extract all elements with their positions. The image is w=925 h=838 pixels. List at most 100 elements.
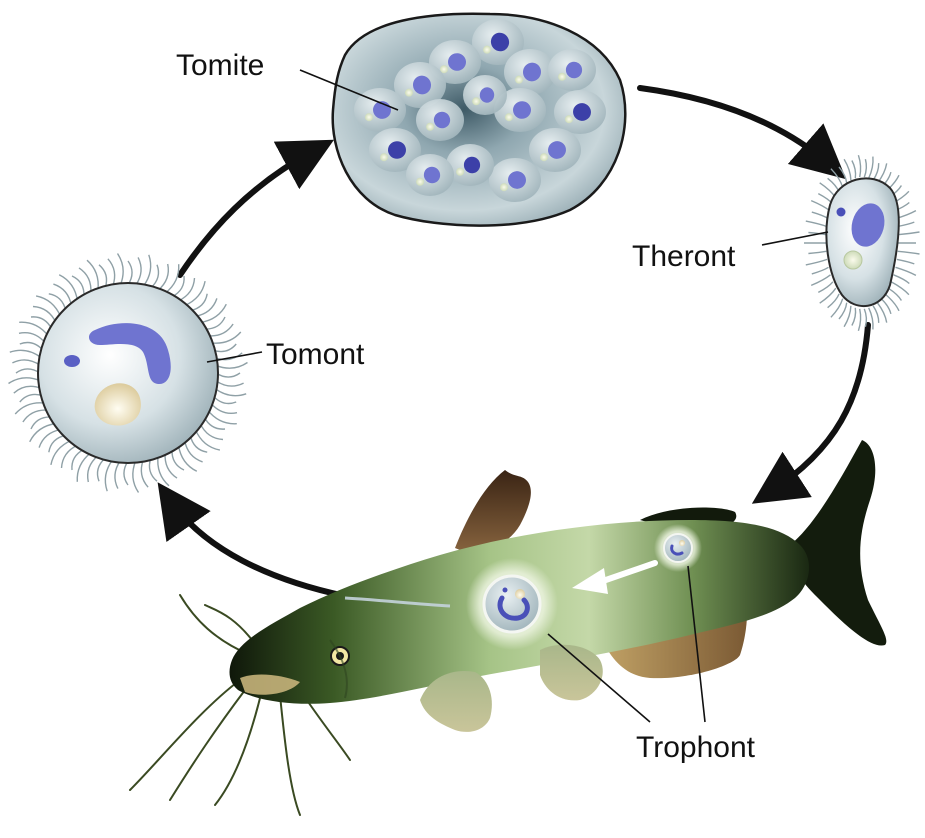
cilium: [898, 232, 920, 235]
cilium: [115, 461, 120, 489]
cilium: [852, 161, 856, 179]
cilium: [869, 157, 873, 179]
cilium: [812, 212, 829, 219]
cilium: [12, 360, 40, 365]
tomite-vacuole: [456, 168, 464, 176]
cilium: [873, 306, 879, 323]
cilium: [97, 458, 105, 481]
cilium: [79, 268, 91, 293]
cilium: [158, 456, 169, 486]
cilium: [864, 309, 866, 327]
tomite-vacuole: [405, 89, 413, 97]
cilium: [864, 159, 866, 177]
cilium: [806, 221, 827, 227]
cilium: [885, 294, 899, 311]
cilium: [23, 410, 48, 422]
cilium: [897, 259, 914, 264]
cilium: [831, 299, 843, 318]
cilium: [213, 344, 236, 352]
cilium: [195, 430, 220, 451]
cilium: [873, 163, 879, 180]
label-tomite: Tomite: [176, 49, 264, 82]
cilium: [9, 378, 41, 384]
cilium: [136, 257, 141, 285]
cilium: [51, 440, 72, 465]
cilium: [16, 369, 40, 373]
cilium: [811, 201, 830, 212]
cilium: [172, 276, 184, 297]
cilium: [808, 251, 826, 253]
cilium: [149, 458, 157, 481]
cilium: [858, 309, 860, 331]
cilium: [852, 308, 856, 326]
cilium: [108, 259, 115, 287]
tomite-vacuole: [500, 183, 508, 191]
cilium: [211, 332, 241, 343]
cilium: [15, 403, 45, 414]
cilium: [806, 259, 827, 265]
tomite-vacuole: [505, 113, 513, 121]
cilium: [204, 417, 225, 429]
cilium: [208, 324, 233, 336]
trophont-spot-icon: [654, 524, 702, 572]
tomite-vacuole: [540, 153, 548, 161]
tomite-vacuole: [483, 46, 491, 54]
cilium: [88, 456, 98, 482]
tomite-vacuole: [416, 178, 424, 186]
cilium: [172, 449, 184, 470]
cilium: [31, 317, 52, 329]
cilium: [165, 453, 177, 478]
tomite-vacuole: [380, 153, 388, 161]
label-theront: Theront: [632, 240, 736, 273]
cilium: [72, 276, 84, 297]
cilium: [216, 363, 248, 369]
cilium: [858, 155, 860, 177]
cilium: [105, 460, 112, 492]
arrow-tomont-to-tomite: [180, 150, 315, 275]
cilium: [213, 396, 236, 404]
cilium: [185, 281, 206, 306]
label-tomont: Tomont: [266, 338, 365, 371]
cilium: [896, 267, 916, 275]
tomite-vacuole: [565, 115, 573, 123]
tomite-vacuole: [558, 73, 566, 81]
cilium: [812, 267, 829, 274]
cilium: [124, 461, 128, 485]
label-trophont: Trophont: [636, 731, 756, 764]
cilium: [894, 275, 910, 284]
cilium: [19, 333, 45, 343]
trophont-spot-icon: [466, 558, 558, 650]
arrow-tomite-to-theront: [640, 88, 830, 165]
cilium: [118, 254, 124, 286]
arrow-fish-to-tomont: [170, 500, 345, 596]
tomite-vacuole: [365, 113, 373, 121]
cilium: [14, 386, 42, 393]
tomite-vacuole: [515, 76, 523, 84]
cilium: [87, 260, 98, 290]
cilium: [158, 264, 168, 290]
cilium: [133, 461, 139, 493]
tomite-vacuole: [426, 123, 434, 131]
cilium: [20, 394, 43, 402]
cilium: [10, 350, 42, 357]
tomite-cyst-icon: [333, 14, 626, 226]
tomite-vacuole: [472, 97, 480, 105]
cilium: [143, 255, 150, 286]
cilium: [818, 282, 833, 293]
theront-cell-icon: [804, 155, 920, 331]
cilium: [99, 265, 107, 288]
cilium: [204, 317, 225, 329]
cilium: [128, 261, 132, 285]
cilium: [211, 403, 237, 413]
cilium: [72, 449, 84, 470]
cilium: [216, 381, 244, 386]
cilium: [811, 275, 830, 286]
cilium: [216, 373, 240, 377]
cilium: [36, 296, 61, 317]
cilium: [215, 388, 247, 395]
cilium: [20, 342, 43, 350]
cilium: [831, 169, 843, 188]
tomont-cell-icon: [9, 254, 248, 493]
cilium: [141, 460, 148, 488]
